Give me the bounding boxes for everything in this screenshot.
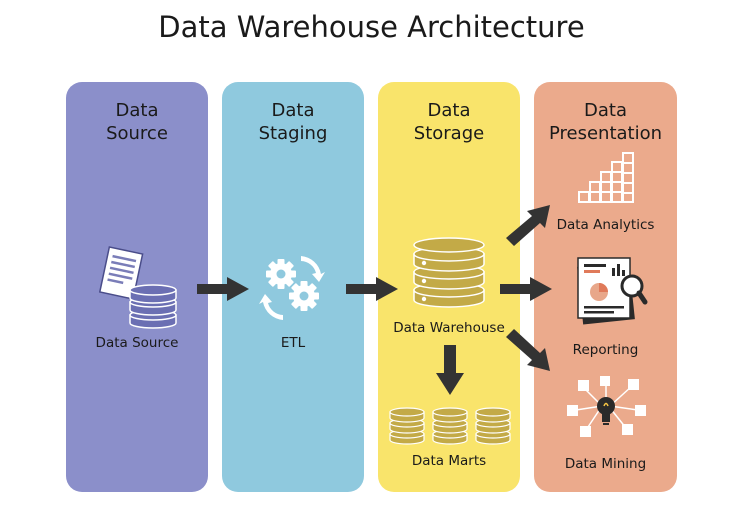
database-icon — [413, 237, 485, 308]
column-heading: Data Source — [66, 99, 208, 145]
report-icon — [577, 257, 648, 325]
document-icon — [98, 246, 144, 300]
node-label-data-warehouse: Data Warehouse — [393, 320, 505, 336]
column-heading-line2: Storage — [413, 123, 485, 144]
node-label-data-analytics: Data Analytics — [556, 217, 655, 233]
flow-arrow-icon — [346, 277, 398, 301]
flow-arrow-icon — [500, 277, 552, 301]
column-heading-line2: Staging — [258, 123, 328, 144]
gears-icon — [259, 256, 325, 320]
flow-arrow-icon — [197, 277, 249, 301]
column-heading: Data Staging — [222, 99, 364, 145]
flow-arrow-down-right-icon — [506, 329, 550, 371]
node-label-data-marts: Data Marts — [411, 453, 487, 469]
database-icon — [129, 284, 177, 329]
column-heading-line1: Data — [584, 100, 627, 121]
column-heading-line2: Presentation — [548, 123, 663, 144]
column-heading-line1: Data — [427, 100, 471, 121]
column-heading-line1: Data — [115, 100, 159, 121]
lightbulb-network-icon — [567, 376, 646, 437]
column-heading: Data Presentation — [534, 99, 677, 145]
database-icon — [389, 407, 511, 445]
column-heading-line2: Source — [106, 123, 168, 144]
diagram-title: Data Warehouse Architecture — [158, 10, 585, 44]
node-label-etl: ETL — [280, 335, 306, 351]
bar-chart-icon — [578, 152, 634, 203]
column-heading: Data Storage — [378, 99, 520, 145]
column-heading-line1: Data — [271, 100, 315, 121]
flow-arrow-down-icon — [436, 345, 464, 395]
flow-arrow-up-icon — [506, 205, 550, 246]
node-label-reporting: Reporting — [572, 342, 639, 358]
node-label-data-mining: Data Mining — [564, 456, 647, 472]
node-label-data-source: Data Source — [95, 335, 179, 351]
